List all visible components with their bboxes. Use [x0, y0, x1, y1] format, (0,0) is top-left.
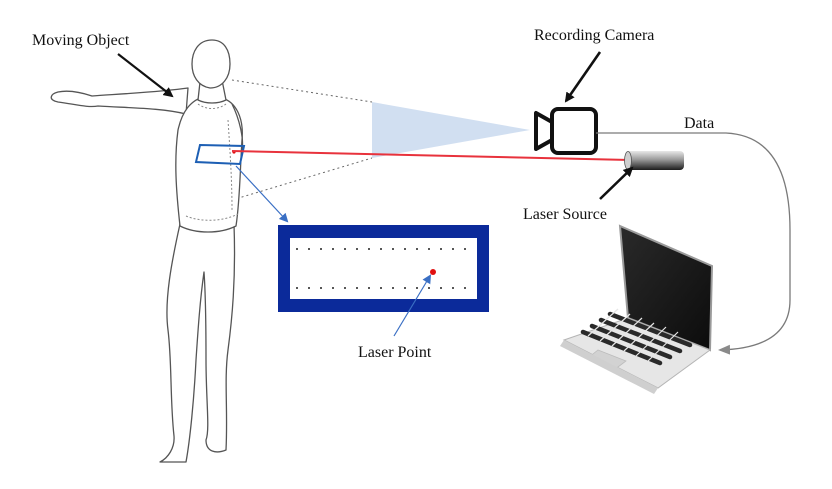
data-connection-line: [596, 132, 791, 355]
laser-source-arrow: [599, 166, 634, 200]
camera-view-cone: [231, 79, 530, 201]
laser-point-label: Laser Point: [358, 344, 432, 361]
figure-guide-lines: [185, 103, 239, 221]
moving-object-label: Moving Object: [32, 32, 130, 49]
laptop-icon: [560, 224, 714, 394]
zoom-arrow: [235, 165, 289, 223]
laser-point-dot: [430, 269, 436, 275]
person-figure: [50, 39, 244, 463]
camera-icon: [534, 107, 598, 155]
laser-emitter: [624, 151, 684, 170]
moving-object-arrow: [117, 53, 174, 98]
laser-beam: [231, 150, 631, 161]
data-label: Data: [684, 115, 714, 132]
target-board: [278, 225, 489, 312]
recording-camera-label: Recording Camera: [534, 27, 654, 44]
laser-point-pointer: [393, 274, 432, 337]
recording-camera-arrow: [564, 51, 602, 103]
laser-source-label: Laser Source: [523, 206, 607, 223]
target-patch: [194, 143, 246, 166]
